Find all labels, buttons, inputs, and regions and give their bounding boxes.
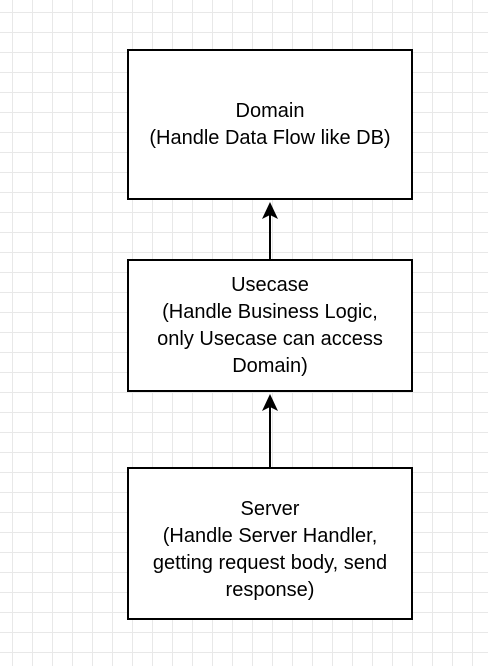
domain-description-line: (Handle Data Flow like DB) — [149, 126, 391, 149]
server-node[interactable]: Server (Handle Server Handler, getting r… — [127, 467, 413, 620]
usecase-title: Usecase — [231, 273, 309, 296]
server-description-line: (Handle Server Handler, — [162, 524, 378, 547]
domain-title: Domain — [235, 99, 305, 122]
edge-server-to-usecase — [262, 394, 278, 467]
usecase-node-label: Usecase (Handle Business Logic, only Use… — [151, 272, 389, 380]
edge-usecase-to-domain — [262, 202, 278, 259]
server-description-line: getting request body, send — [152, 551, 388, 574]
arrowhead-icon — [262, 202, 278, 219]
server-description-line: response) — [225, 578, 315, 601]
arrowhead-icon — [262, 394, 278, 411]
usecase-description-line: only Usecase can access — [157, 327, 383, 350]
usecase-description-line: (Handle Business Logic, — [162, 300, 378, 323]
server-node-label: Server (Handle Server Handler, getting r… — [147, 496, 393, 604]
domain-node-label: Domain (Handle Data Flow like DB) — [143, 98, 396, 152]
domain-node[interactable]: Domain (Handle Data Flow like DB) — [127, 49, 413, 200]
server-title: Server — [240, 497, 300, 520]
usecase-node[interactable]: Usecase (Handle Business Logic, only Use… — [127, 259, 413, 392]
usecase-description-line: Domain) — [232, 354, 308, 377]
